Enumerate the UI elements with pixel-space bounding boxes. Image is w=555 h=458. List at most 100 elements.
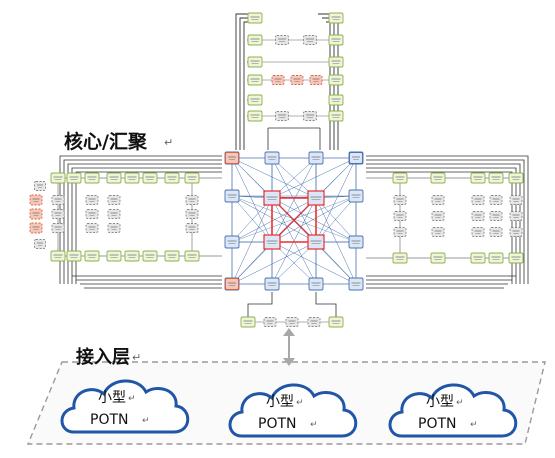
device-node [124,250,140,262]
device-node [85,209,99,219]
device-node [348,189,364,203]
device-node [84,250,100,262]
device-node [393,211,407,221]
device-node [107,209,121,219]
device-node [328,56,344,68]
device-node [307,190,325,206]
device-node [285,317,299,327]
potn-cloud: 小型 ↵ POTN ↵ [388,383,518,438]
svg-text:↵: ↵ [470,420,478,430]
device-node [51,195,65,205]
device-node [264,277,280,291]
device-node [348,277,364,291]
device-node [303,35,317,45]
device-node [51,209,65,219]
device-node [307,317,321,327]
device-node [263,190,281,206]
svg-text:小型: 小型 [266,394,294,410]
device-node [489,195,503,205]
svg-text:↵: ↵ [456,398,464,408]
svg-text:接入层: 接入层 [76,346,130,368]
device-node [247,12,263,24]
device-node [328,12,344,24]
svg-text:核心/汇聚: 核心/汇聚 [64,130,148,153]
device-node [290,75,304,85]
device-node [51,223,65,233]
device-node [431,227,445,237]
device-node [84,172,100,184]
core-layer-label: 核心/汇聚 ↵ [64,130,173,153]
core-mesh-links [231,157,357,285]
device-node [392,172,408,184]
device-node [106,172,122,184]
device-node [393,195,407,205]
device-node [509,211,523,221]
device-node [303,111,317,121]
device-node [470,252,486,264]
device-node [471,211,485,221]
device-node [393,227,407,237]
device-node [224,235,240,249]
device-node [29,208,43,220]
device-node [509,227,523,237]
device-node [142,172,158,184]
device-node [308,277,324,291]
device-node [29,194,43,206]
device-node [471,227,485,237]
device-node [164,172,180,184]
device-node [185,195,199,205]
device-node [50,250,66,262]
uplink-double-arrow [283,328,295,366]
device-node [275,111,289,121]
device-node [29,222,43,234]
device-node [392,252,408,264]
svg-text:↵: ↵ [310,420,318,430]
device-node [508,172,524,184]
device-node [348,235,364,249]
potn-cloud: 小型 ↵ POTN ↵ [228,383,358,438]
device-node [275,35,289,45]
device-node [470,172,486,184]
device-node [308,151,324,165]
svg-text:POTN: POTN [418,416,457,432]
device-node [85,195,99,205]
device-node [184,250,200,262]
svg-text:小型: 小型 [98,390,126,406]
access-layer-label: 接入层 ↵ [76,346,141,368]
device-node [107,223,121,233]
device-node [185,209,199,219]
device-node [271,75,285,85]
device-node [431,195,445,205]
device-node [247,74,263,86]
device-node [185,223,199,233]
device-node [247,34,263,46]
device-node [164,250,180,262]
device-node [263,317,277,327]
device-node [307,234,325,250]
device-node [509,195,523,205]
svg-text:POTN: POTN [258,416,297,432]
device-node [50,172,66,184]
device-node [225,152,239,164]
device-node [247,56,263,68]
device-node [309,75,323,85]
device-node [328,110,344,122]
device-node [471,195,485,205]
device-node [247,94,263,106]
svg-text:POTN: POTN [90,412,129,428]
device-node [225,278,239,290]
svg-text:↵: ↵ [142,416,150,426]
device-nodes [29,12,524,328]
device-node [85,223,99,233]
device-node [431,211,445,221]
device-node [66,250,82,262]
device-node [328,94,344,106]
device-node [240,316,256,328]
device-node [224,189,240,203]
device-node [328,74,344,86]
device-node [349,152,363,164]
svg-text:↵: ↵ [164,136,173,149]
device-node [124,172,140,184]
device-node [430,172,446,184]
